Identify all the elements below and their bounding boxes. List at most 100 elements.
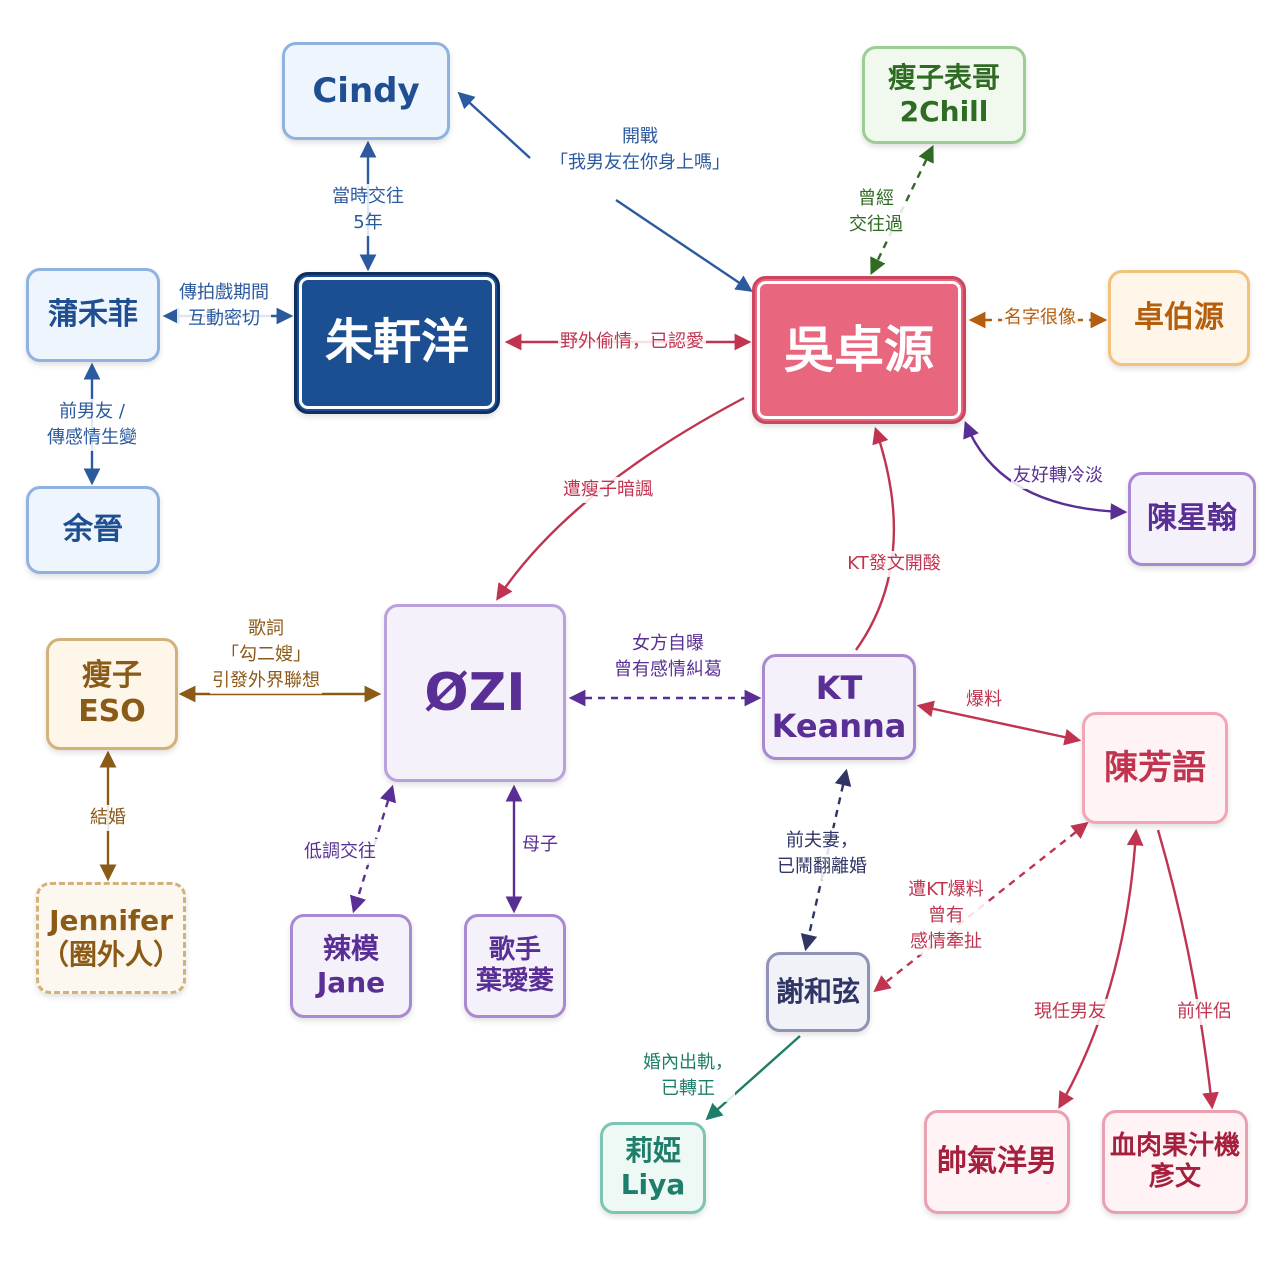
edge-label-line: 曾有 — [928, 904, 964, 926]
edge-label-ozi-kt: 女方自曝曾有感情糾葛 — [612, 630, 724, 684]
edge-label-line: 傳拍戲期間 — [179, 281, 269, 303]
edge-label-line: 交往過 — [849, 214, 903, 235]
node-handsome: 帥氣洋男 — [924, 1110, 1070, 1214]
edge-label-line: 母子 — [522, 833, 558, 855]
edge-label-kt-chen-fy: 爆料 — [964, 686, 1004, 714]
edge-label-line: 已鬧翻離婚 — [777, 856, 867, 877]
edge-label-eso-jennifer: 結婚 — [88, 804, 128, 832]
node-label-line: ESO — [78, 694, 146, 729]
edge-label-line: 歌詞 — [248, 617, 284, 639]
edge-chen-fy-hand — [1058, 828, 1144, 1109]
node-label-line: 葉璦菱 — [475, 966, 554, 996]
edge-xie-liya — [705, 1035, 801, 1121]
node-label-line: 2Chill — [899, 95, 989, 128]
edge-label-line: 婚內出軌， — [643, 1051, 733, 1073]
node-label-line: 卓伯源 — [1134, 300, 1224, 335]
edge-label-line: 傳感情生變 — [47, 427, 137, 448]
edge-label-cindy-zhu: 當時交往 5年 — [330, 183, 406, 237]
edge-label-kt-wu: KT發文開酸 — [845, 550, 943, 578]
edge-label-chen-fy-juice: 前伴侶 — [1175, 998, 1233, 1026]
edge-label-line: 已轉正 — [661, 1078, 715, 1099]
edge-label-line: 引發外界聯想 — [212, 670, 320, 692]
edge-cindy-wu-segment-1 — [457, 91, 531, 159]
edge-label-line: 遭瘦子暗諷 — [563, 478, 653, 500]
edge-cindy-wu-segment-2 — [615, 199, 753, 292]
node-ozi: ØZI — [384, 604, 566, 782]
node-singer: 歌手葉璦菱 — [464, 914, 566, 1018]
node-label-line: （圈外人） — [40, 938, 181, 971]
node-cindy: Cindy — [282, 42, 450, 140]
node-label-line: ØZI — [424, 662, 526, 723]
edge-label-line: 低調交往 — [304, 840, 376, 862]
edge-label-line: 爆料 — [966, 688, 1002, 710]
edge-label-line: 互動密切 — [188, 308, 260, 329]
node-label-line: KT — [815, 668, 863, 707]
edge-kt-chen-fy — [916, 700, 1082, 746]
node-label-line: 余晉 — [63, 512, 123, 547]
edge-label-line: 名字很像 — [1004, 306, 1076, 328]
edge-label-line: KT發文開酸 — [847, 552, 941, 574]
node-chen-fy: 陳芳語 — [1082, 712, 1228, 824]
edge-label-cousin-wu: 曾經交往過 — [847, 185, 905, 239]
edge-label-chen-fy-xie: 遭KT爆料曾有感情牽扯 — [906, 876, 986, 956]
edge-label-line: 友好轉冷淡 — [1013, 464, 1103, 486]
node-yu: 余晉 — [26, 486, 160, 574]
edge-label-ozi-singer: 母子 — [520, 831, 560, 859]
edge-label-pu-yu: 前男友 / 傳感情生變 — [45, 398, 139, 452]
edge-label-line: 野外偷情，已認愛 — [560, 330, 704, 352]
node-label-line: Jane — [316, 966, 386, 999]
edge-label-line: 開戰 — [622, 125, 658, 147]
edge-kt-xie — [800, 768, 852, 952]
node-label-line: 謝和弦 — [775, 975, 860, 1009]
edge-kt-wu — [855, 426, 896, 651]
edge-label-line: 當時交往 — [332, 185, 404, 207]
node-label-line: 蒲禾菲 — [48, 297, 138, 332]
node-label-line: Keanna — [771, 707, 907, 745]
node-label-line: 血肉果汁機 — [1109, 1130, 1240, 1161]
edge-label-line: 前男友 / — [59, 400, 125, 422]
edge-ozi-jane — [349, 784, 397, 914]
edge-label-wu-zhuo: 名字很像 — [1002, 304, 1078, 332]
node-label-line: 莉婭 — [624, 1134, 681, 1168]
edge-label-cindy-wu: 開戰「我男友在你身上嗎」 — [548, 123, 732, 177]
edge-label-chen-fy-hand: 現任男友 — [1032, 998, 1108, 1026]
node-xie: 謝和弦 — [766, 952, 870, 1032]
node-label-line: 吳卓源 — [784, 321, 934, 379]
edge-label-eso-ozi: 歌詞「勾二嫂」引發外界聯想 — [210, 615, 322, 695]
node-label-line: 歌手 — [488, 934, 541, 965]
node-label-line: 瘦子表哥 — [887, 61, 1000, 95]
edge-label-line: 曾經 — [858, 187, 894, 209]
node-label-line: 帥氣洋男 — [937, 1144, 1057, 1179]
edge-label-xie-liya: 婚內出軌， 已轉正 — [641, 1049, 735, 1103]
edge-label-wu-chen-xh: 友好轉冷淡 — [1011, 462, 1105, 490]
edge-label-line: 「我男友在你身上嗎」 — [550, 152, 730, 173]
node-label-line: 辣模 — [322, 932, 379, 966]
node-label-line: 朱軒洋 — [324, 314, 469, 371]
node-label-line: 陳芳語 — [1104, 747, 1206, 788]
edge-label-ozi-jane: 低調交往 — [302, 838, 378, 866]
node-juice: 血肉果汁機彥文 — [1102, 1110, 1248, 1214]
node-label-line: Jennifer — [49, 904, 173, 938]
edge-chen-fy-juice — [1156, 829, 1219, 1110]
node-label-line: Cindy — [312, 70, 420, 111]
edge-label-line: 曾有感情糾葛 — [614, 659, 722, 680]
edge-label-line: 女方自曝 — [632, 632, 704, 654]
edge-label-line: 「勾二嫂」 — [221, 643, 311, 665]
node-zhu: 朱軒洋 — [294, 272, 500, 414]
node-wu: 吳卓源 — [752, 276, 966, 424]
node-label-line: 彥文 — [1148, 1162, 1201, 1192]
edge-label-kt-xie: 前夫妻，已鬧翻離婚 — [775, 827, 869, 881]
edge-label-line: 5年 — [353, 212, 383, 233]
node-jennifer: Jennifer（圈外人） — [36, 882, 186, 994]
edge-label-line: 感情牽扯 — [910, 931, 982, 953]
node-label-line: 瘦子 — [82, 658, 142, 693]
edge-label-pu-zhu: 傳拍戲期間互動密切 — [177, 279, 271, 333]
edge-label-line: 前伴侶 — [1177, 1000, 1231, 1022]
node-label-line: Liya — [620, 1168, 686, 1201]
